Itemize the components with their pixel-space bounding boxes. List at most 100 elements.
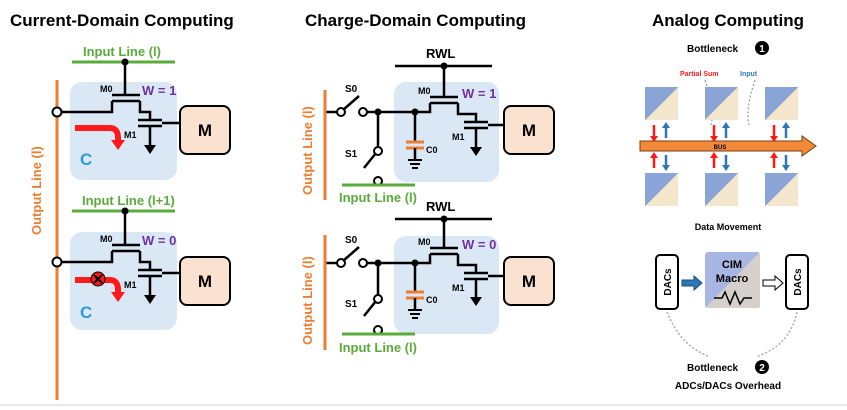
wire (57, 101, 114, 114)
label-c0: C0 (426, 145, 438, 155)
bottleneck-1-badge (755, 41, 769, 55)
input-path (747, 79, 756, 126)
data-movement-label: Data Movement (695, 222, 762, 232)
charge-output-line-top-label: Output Line (l) (300, 106, 315, 195)
bottleneck-2-badge (755, 360, 769, 374)
ground-arrow-icon (144, 145, 156, 154)
partial-sum-path (704, 79, 713, 126)
arrow-right-outline-icon (762, 274, 784, 292)
label-m0: M0 (100, 234, 113, 244)
compute-tile (765, 87, 798, 120)
resistor-icon (714, 290, 752, 306)
compute-tile (705, 173, 738, 206)
bus-arrow-icon (639, 135, 817, 157)
bottleneck-2-label: Bottleneck (687, 363, 739, 374)
compute-tile (705, 87, 738, 120)
cim-macro-line1: CIM (722, 259, 742, 271)
label-s0: S0 (345, 235, 358, 246)
current-cell-top-bg (70, 82, 177, 180)
blocked-x-icon (90, 271, 106, 287)
weight-label: W = 1 (462, 86, 496, 101)
m-block (503, 256, 555, 306)
arrow-head-icon (111, 140, 125, 150)
current-output-line-label: Output Line (l) (29, 146, 44, 235)
current-c-label: C (80, 303, 92, 322)
label-s1: S1 (345, 299, 358, 310)
cim-macro-shade (705, 252, 760, 308)
m-label: M (522, 121, 536, 140)
label-c0: C0 (426, 295, 438, 305)
ground-arrow-icon (470, 147, 482, 156)
current-flow-arrow-icon (75, 125, 121, 142)
wire (138, 101, 152, 120)
cim-macro-line2: Macro (716, 273, 749, 285)
dacs-left-box (655, 254, 679, 310)
dotted-path-right (757, 311, 798, 357)
current-cell-bottom-bg (70, 232, 177, 330)
current-input-line-bottom-label: Input Line (l+1) (82, 193, 175, 208)
switch-s0-icon (342, 246, 360, 262)
weight-label: W = 0 (142, 233, 176, 248)
ground-arrow-icon (144, 295, 156, 304)
charge-output-line-bottom-label: Output Line (l) (300, 256, 315, 345)
m-block (503, 105, 555, 155)
label-m1: M1 (452, 283, 465, 293)
bus-arrows-bottom (650, 152, 790, 171)
current-flow-arrow-icon (75, 277, 121, 294)
label-m1: M1 (124, 130, 137, 140)
current-c-label: C (80, 150, 92, 169)
bottleneck-1-label: Bottleneck (687, 44, 739, 55)
switch-s1-icon (363, 300, 377, 317)
bottleneck-2-num: 2 (759, 363, 765, 374)
switch-s0-icon (342, 95, 360, 111)
bottleneck-1-num: 1 (759, 44, 765, 55)
label-s0: S0 (345, 84, 358, 95)
label-m0: M0 (418, 237, 431, 247)
label-m0: M0 (418, 86, 431, 96)
charge-input-line-bottom-label: Input Line (l) (339, 340, 417, 355)
switch-s1-icon (363, 152, 377, 169)
arrow-head-icon (111, 292, 125, 302)
charge-cell-top-bg (394, 82, 499, 182)
dacs-right-label: DACs (793, 268, 804, 296)
bus-arrows-top (650, 122, 790, 142)
node (358, 258, 368, 268)
m-label: M (198, 121, 212, 140)
label-m1: M1 (124, 280, 137, 290)
dacs-left-label: DACs (663, 268, 674, 296)
weight-label: W = 1 (142, 83, 176, 98)
ground-arrow-icon (470, 297, 482, 306)
partial-sum-label: Partial Sum (680, 71, 719, 78)
adcs-overhead-label: ADCs/DACs Overhead (675, 381, 781, 392)
wire (456, 103, 478, 122)
compute-tile (645, 87, 678, 120)
analog-title: Analog Computing (652, 11, 804, 30)
wire (364, 103, 432, 114)
compute-tile (765, 173, 798, 206)
m-label: M (198, 272, 212, 291)
rwl-label: RWL (426, 199, 455, 214)
wire (138, 251, 152, 270)
node (51, 256, 63, 268)
arrow-right-icon (681, 274, 703, 292)
input-label: Input (740, 71, 758, 78)
charge-title: Charge-Domain Computing (305, 11, 526, 30)
charge-input-line-top-label: Input Line (l) (339, 190, 417, 205)
wire (57, 251, 114, 264)
wire (456, 254, 478, 273)
label-m1: M1 (452, 132, 465, 142)
weight-label: W = 0 (462, 237, 496, 252)
m-block (179, 256, 231, 306)
compute-tile (645, 173, 678, 206)
rwl-label: RWL (426, 46, 455, 61)
dacs-right-box (785, 254, 809, 310)
current-input-line-top-label: Input Line (l) (83, 44, 161, 59)
m-block (179, 105, 231, 155)
wire (364, 254, 432, 265)
node (51, 106, 63, 118)
node (358, 107, 368, 117)
label-m0: M0 (100, 84, 113, 94)
current-title: Current-Domain Computing (10, 11, 234, 30)
label-s1: S1 (345, 149, 358, 160)
